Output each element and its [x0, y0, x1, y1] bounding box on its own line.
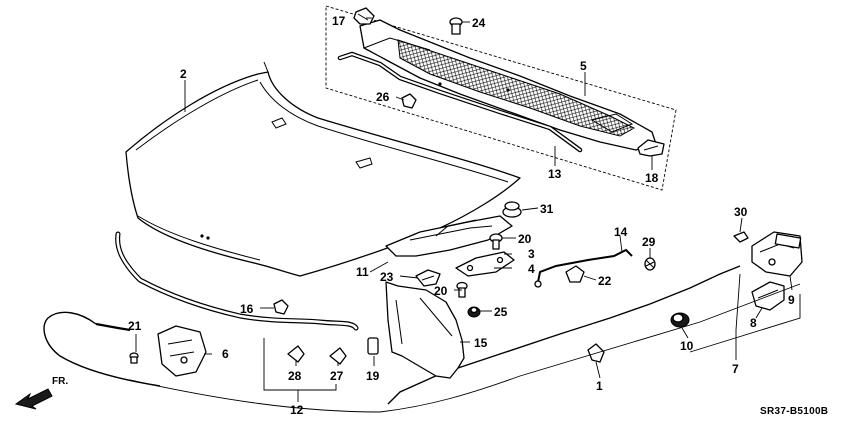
release-cable-front [43, 311, 161, 387]
front-direction-arrow: FR. [14, 376, 68, 410]
callout-28: 28 [288, 369, 302, 383]
cowl-group-frame [325, 5, 677, 191]
callout-24: 24 [472, 16, 486, 30]
diagram-code: SR37-B5100B [760, 406, 828, 417]
callout-9: 9 [788, 293, 795, 307]
grommet-29 [644, 257, 656, 271]
cable-end-21 [129, 352, 139, 364]
callout-18: 18 [645, 171, 659, 185]
hood-seal-inner [116, 232, 358, 330]
callout-17: 17 [332, 14, 346, 28]
front-direction-label: FR. [52, 376, 68, 387]
hood-panel [125, 61, 521, 277]
callout-31: 31 [540, 202, 554, 216]
callout-labels: 2 17 24 5 26 13 18 31 20 3 4 11 23 20 25… [128, 14, 795, 417]
callout-20-lower: 20 [434, 284, 448, 298]
callout-30: 30 [734, 205, 748, 219]
nut-10 [670, 312, 690, 328]
clip-28 [287, 345, 305, 363]
callout-19: 19 [366, 369, 380, 383]
bolt-20-lower [456, 281, 468, 298]
cowl-top-cover [359, 19, 657, 151]
clip-16 [273, 299, 289, 315]
callout-14: 14 [614, 225, 628, 239]
bolt-24 [449, 17, 463, 35]
clip-22 [565, 265, 585, 283]
callout-5: 5 [580, 59, 587, 73]
callout-2: 2 [180, 67, 187, 81]
clip-23 [415, 269, 441, 287]
callout-16: 16 [240, 302, 254, 316]
release-cable [387, 265, 741, 405]
callout-11: 11 [356, 265, 369, 279]
hood-support-rod [534, 248, 633, 288]
callout-7: 7 [732, 362, 739, 376]
callout-10: 10 [680, 339, 694, 353]
callout-4: 4 [528, 262, 535, 276]
callout-22: 22 [598, 274, 612, 288]
callout-27: 27 [330, 369, 344, 383]
callout-26: 26 [376, 90, 390, 104]
callout-25: 25 [494, 305, 508, 319]
nut-25 [467, 306, 481, 318]
assembly-outline [129, 283, 801, 413]
clip-18 [637, 139, 665, 157]
hood-release-handle [157, 325, 207, 377]
callout-15: 15 [474, 336, 488, 350]
clip-26 [401, 93, 417, 109]
clip-17 [353, 7, 375, 25]
clip-27 [329, 347, 347, 365]
callout-3: 3 [528, 247, 535, 261]
callout-1: 1 [596, 379, 603, 393]
hood-hinge [455, 251, 515, 277]
bolt-30 [733, 231, 749, 243]
callout-6: 6 [222, 347, 229, 361]
cowl-seal-inner [339, 52, 581, 151]
insulator-panel [385, 281, 465, 379]
hood-latch [751, 231, 803, 277]
leader-lines [135, 17, 801, 402]
callout-8: 8 [750, 316, 757, 330]
callout-12: 12 [290, 403, 304, 417]
clip-19 [367, 337, 379, 355]
bolt-20-upper [489, 233, 503, 250]
callout-23: 23 [380, 270, 394, 284]
callout-29: 29 [642, 235, 656, 249]
release-cable-rod [95, 322, 131, 332]
hood-support-bracket [385, 215, 513, 257]
cushion-31 [502, 201, 522, 218]
callout-21: 21 [128, 319, 142, 333]
callout-13: 13 [548, 167, 562, 181]
callout-20-upper: 20 [518, 232, 532, 246]
